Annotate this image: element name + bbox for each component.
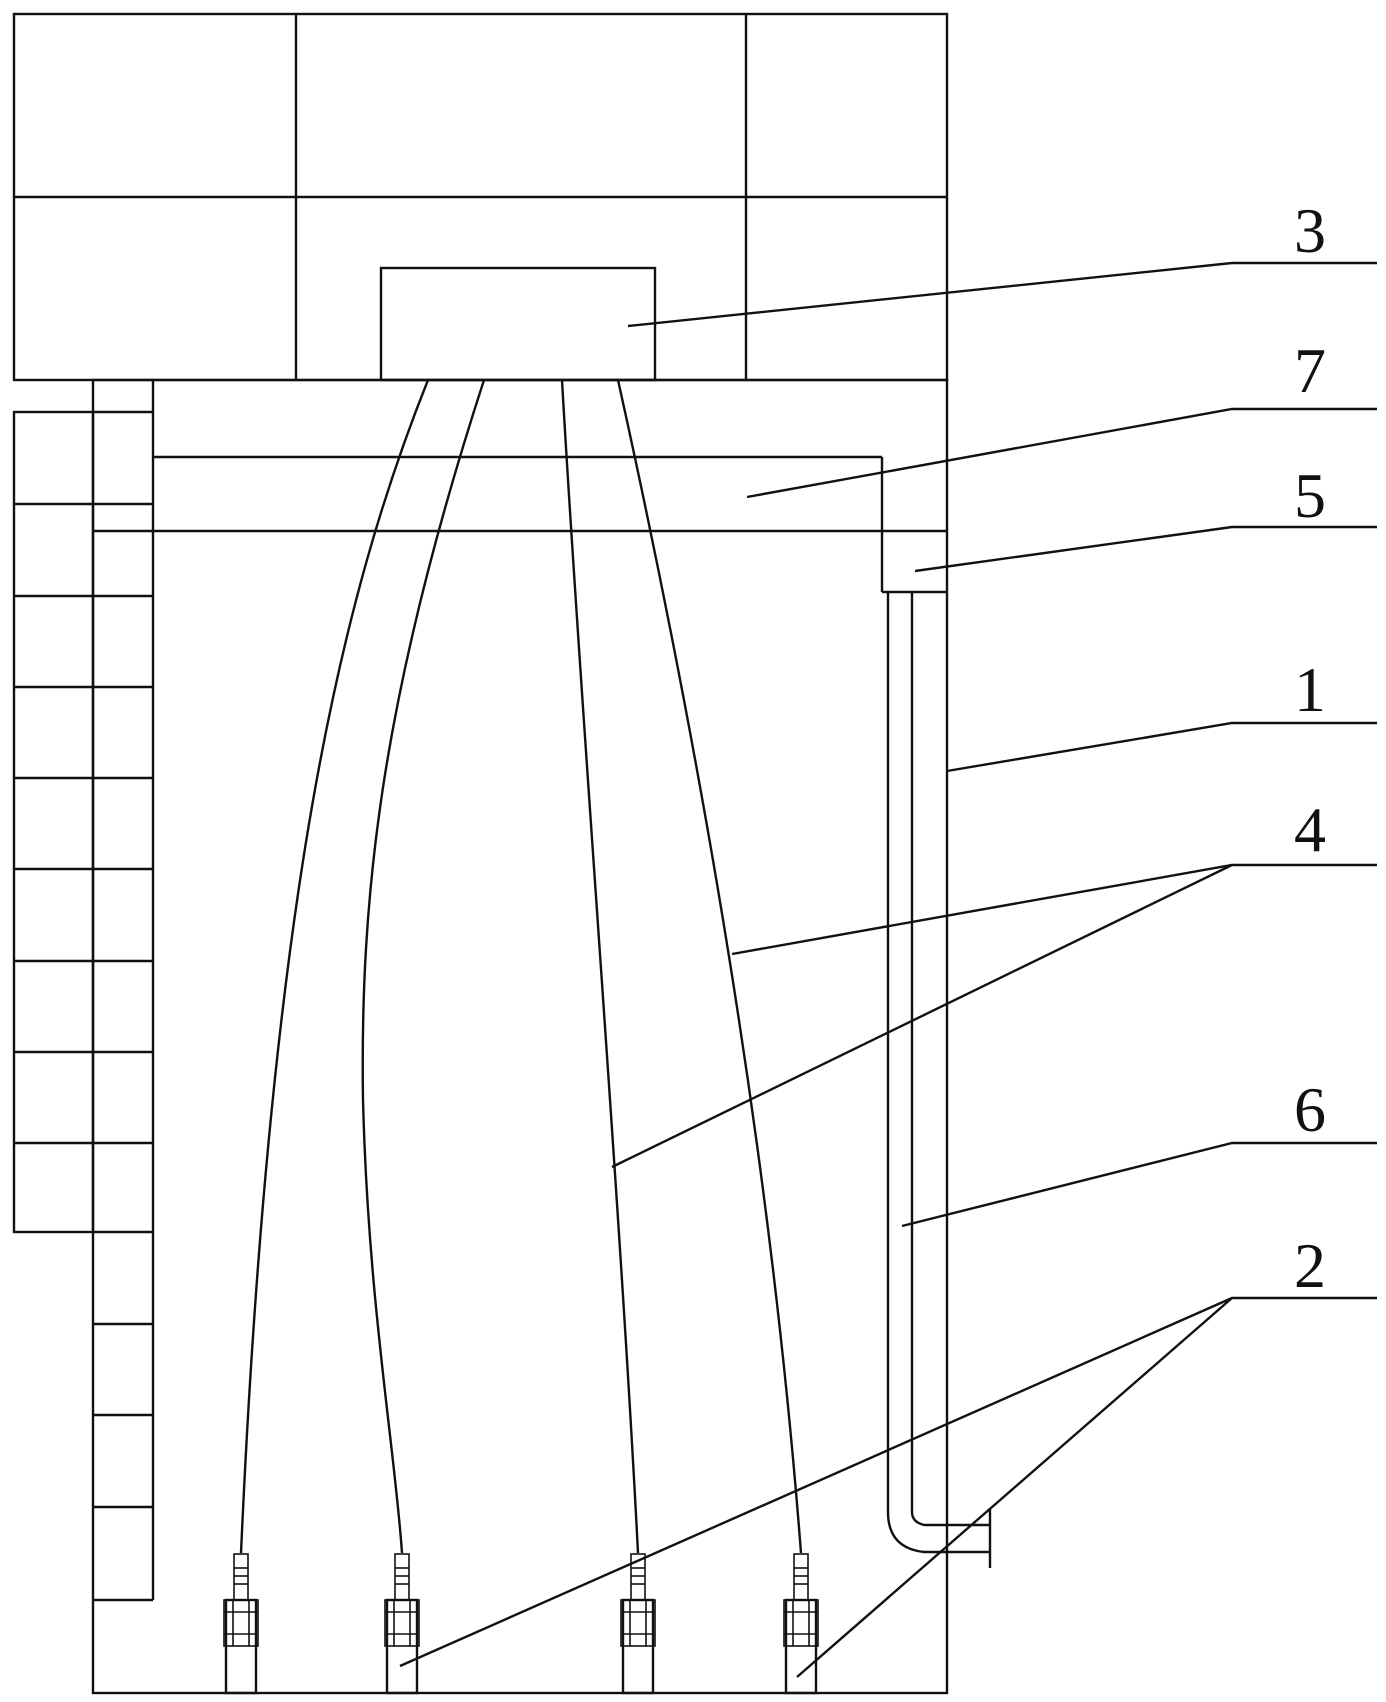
leader-lines [399,261,1377,1678]
top-block-3 [379,266,657,382]
clamp-plate-4 [783,1599,819,1647]
clamp-hook-3 [630,1553,646,1601]
label-4: 4 [1294,794,1326,865]
cords-4 [239,379,803,1554]
label-2: 2 [1294,1230,1326,1301]
clamp-plate-1 [223,1599,259,1647]
label-7: 7 [1294,335,1326,406]
clamp-hook-4 [793,1553,809,1601]
label-3: 3 [1294,195,1326,266]
clamp-plate-3 [620,1599,656,1647]
label-6: 6 [1294,1074,1326,1145]
label-1: 1 [1294,654,1326,725]
clamps-2 [223,1553,819,1695]
label-5: 5 [1294,460,1326,531]
clamp-hook-1 [233,1553,249,1601]
trough-7 [93,455,947,592]
pipe-6 [886,592,992,1568]
clamp-plate-2 [384,1599,420,1647]
clamp-hook-2 [394,1553,410,1601]
left-inner-grid [93,380,155,1602]
tank-body-1 [91,378,949,1695]
upper-grid-frame [12,12,949,382]
left-outer-grid [12,410,95,1234]
